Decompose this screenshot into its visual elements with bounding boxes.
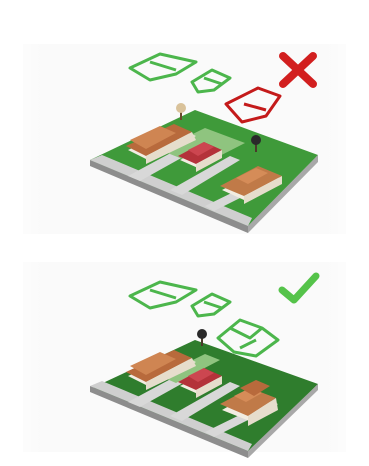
placement-diagram — [0, 0, 369, 466]
edge-fade — [0, 0, 369, 466]
